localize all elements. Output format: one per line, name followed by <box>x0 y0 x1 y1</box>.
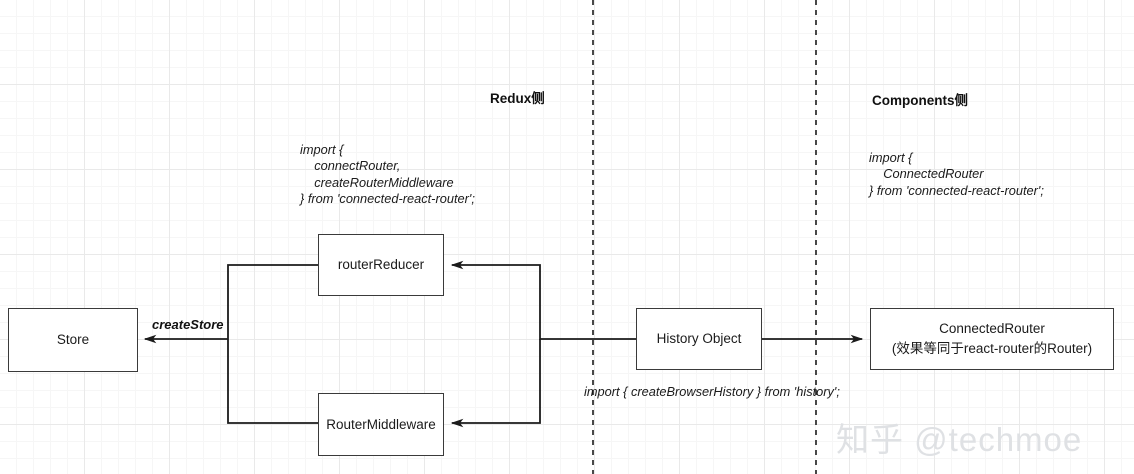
code-note-components-import: import { ConnectedRouter } from 'connect… <box>869 150 1044 198</box>
inline-note-history-import: import { createBrowserHistory } from 'hi… <box>584 384 840 399</box>
node-router-reducer-label: routerReducer <box>337 257 425 273</box>
edge-store-bracket <box>227 264 318 424</box>
edge-history-to-reducer <box>450 260 636 340</box>
node-router-middleware-label: RouterMiddleware <box>326 416 436 432</box>
node-connected-router-label: ConnectedRouter <box>939 321 1045 337</box>
section-title-redux: Redux侧 <box>490 91 545 106</box>
code-note-redux-import: import { connectRouter, createRouterMidd… <box>300 142 475 207</box>
node-router-reducer[interactable]: routerReducer <box>318 234 444 296</box>
edge-history-to-middleware <box>450 339 541 428</box>
node-history-object-label: History Object <box>656 331 742 347</box>
node-connected-router[interactable]: ConnectedRouter (效果等同于react-router的Route… <box>870 308 1114 370</box>
watermark: 知乎 @techmoe <box>836 421 1083 458</box>
node-store[interactable]: Store <box>8 308 138 372</box>
node-router-middleware[interactable]: RouterMiddleware <box>318 393 444 456</box>
node-connected-router-sublabel: (效果等同于react-router的Router) <box>891 341 1093 356</box>
edge-label-create-store: createStore <box>152 317 224 332</box>
node-store-label: Store <box>56 332 90 348</box>
node-history-object[interactable]: History Object <box>636 308 762 370</box>
section-title-components: Components侧 <box>872 93 968 108</box>
